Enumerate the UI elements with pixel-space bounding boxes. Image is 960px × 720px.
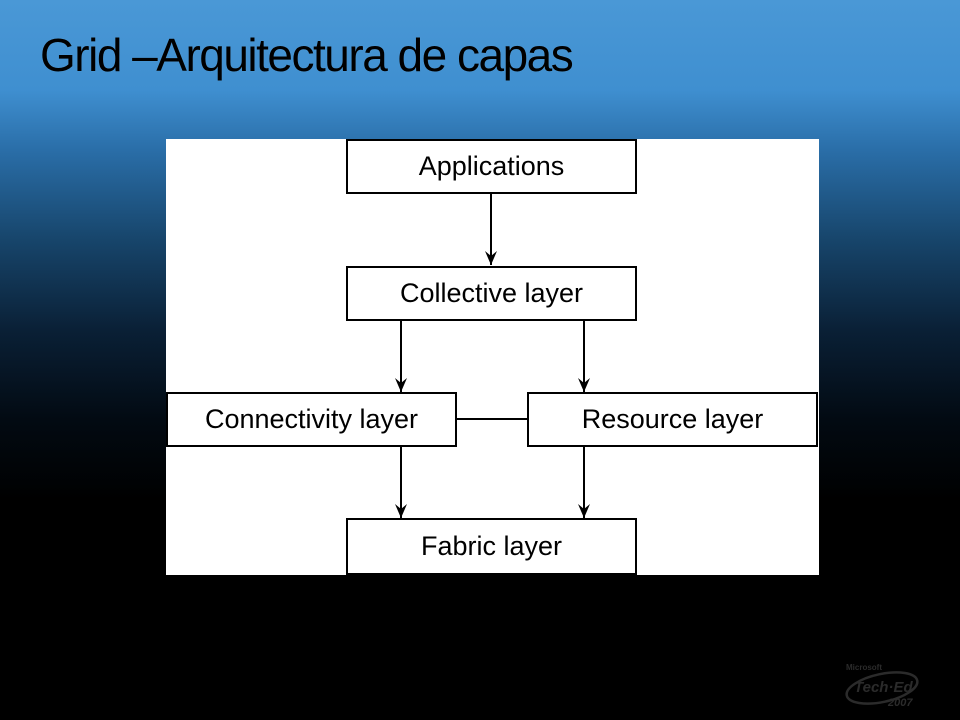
logo-year: 2007 bbox=[887, 697, 913, 709]
node-applications-label: Applications bbox=[419, 151, 565, 181]
arrowhead-icon bbox=[395, 504, 407, 518]
teched-logo: Microsoft Tech·Ed 2007 bbox=[845, 663, 919, 709]
node-connectivity-layer-label: Connectivity layer bbox=[205, 404, 418, 434]
node-resource-layer: Resource layer bbox=[527, 392, 818, 447]
arrowhead-icon bbox=[578, 378, 590, 392]
arrowhead-icon bbox=[395, 378, 407, 392]
node-fabric-layer-label: Fabric layer bbox=[421, 531, 562, 561]
arrowhead-icon bbox=[578, 504, 590, 518]
node-collective-layer-label: Collective layer bbox=[400, 278, 583, 308]
architecture-diagram: Applications Collective layer Connectivi… bbox=[166, 139, 819, 575]
node-collective-layer: Collective layer bbox=[346, 266, 637, 321]
node-connectivity-layer: Connectivity layer bbox=[166, 392, 457, 447]
slide-title: Grid –Arquitectura de capas bbox=[40, 29, 574, 81]
node-resource-layer-label: Resource layer bbox=[582, 404, 764, 434]
logo-name: Tech·Ed bbox=[854, 679, 913, 696]
logo-brand: Microsoft bbox=[846, 663, 882, 672]
node-applications: Applications bbox=[346, 139, 637, 194]
arrowhead-icon bbox=[485, 251, 497, 265]
node-fabric-layer: Fabric layer bbox=[346, 518, 637, 575]
